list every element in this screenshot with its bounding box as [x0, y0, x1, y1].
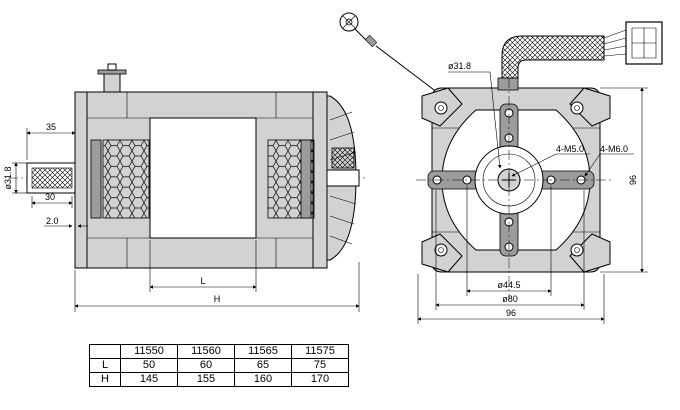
table-cell: 160 — [234, 372, 292, 387]
spec-table: 11550 11560 11565 11575 L 50 60 65 75 H … — [89, 344, 349, 387]
table-cell: 60 — [177, 358, 235, 373]
table-cell: 75 — [291, 358, 349, 373]
table-cell: 155 — [177, 372, 235, 387]
table-row: H 145 155 160 170 — [89, 372, 349, 387]
front-bearing — [300, 139, 312, 219]
front-view: ø31.8 4-M5.0 4-M6.0 96 ø44.5 ø80 96 — [416, 21, 663, 324]
table-header-cell: 11550 — [120, 344, 178, 359]
table-cell: 170 — [291, 372, 349, 387]
fan-hub — [331, 147, 355, 169]
shaft-knurl — [31, 167, 73, 189]
cable-grommet — [497, 77, 519, 91]
left-winding — [102, 139, 150, 219]
table-header-row: 11550 11560 11565 11575 — [89, 344, 349, 359]
table-row-label: H — [89, 372, 121, 387]
dim-width-96: 96 — [506, 308, 516, 318]
dim-pilot-diameter: ø80 — [502, 294, 518, 304]
cable-assembly — [497, 21, 663, 91]
stator-center — [149, 117, 257, 239]
dim-height-H: H — [214, 294, 221, 304]
table-row: L 50 60 65 75 — [89, 358, 349, 373]
table-cell: 50 — [120, 358, 178, 373]
dim-gap: 2.0 — [46, 216, 59, 226]
technical-drawing: 35 ø31.8 30 2.0 L H — [3, 12, 663, 324]
ground-lead — [339, 12, 443, 97]
dim-bore-diameter: ø31.8 — [448, 61, 471, 71]
braided-cable — [501, 35, 605, 79]
rear-end-cap — [74, 91, 88, 269]
table-cell: 145 — [120, 372, 178, 387]
dim-shaft-length: 30 — [45, 192, 55, 202]
dim-shaft-offset: 35 — [46, 122, 56, 132]
table-header-cell: 11560 — [177, 344, 235, 359]
rear-bearing — [90, 139, 102, 219]
front-shaft — [326, 169, 360, 187]
dim-bolt-circle: ø44.5 — [497, 280, 520, 290]
side-view: 35 ø31.8 30 2.0 L H — [3, 63, 368, 312]
front-end-cap — [312, 91, 328, 269]
terminal-nut — [97, 69, 127, 75]
dim-small-holes: 4-M5.0 — [556, 144, 584, 154]
top-terminal — [103, 71, 121, 93]
table-row-label: L — [89, 358, 121, 373]
table-cell: 65 — [234, 358, 292, 373]
dim-height-96: 96 — [628, 175, 638, 185]
table-header-cell: 11575 — [291, 344, 349, 359]
dim-shaft-diameter: ø31.8 — [3, 166, 13, 189]
dim-large-holes: 4-M6.0 — [600, 144, 628, 154]
dim-length-L: L — [200, 276, 205, 286]
table-header-cell: 11565 — [234, 344, 292, 359]
